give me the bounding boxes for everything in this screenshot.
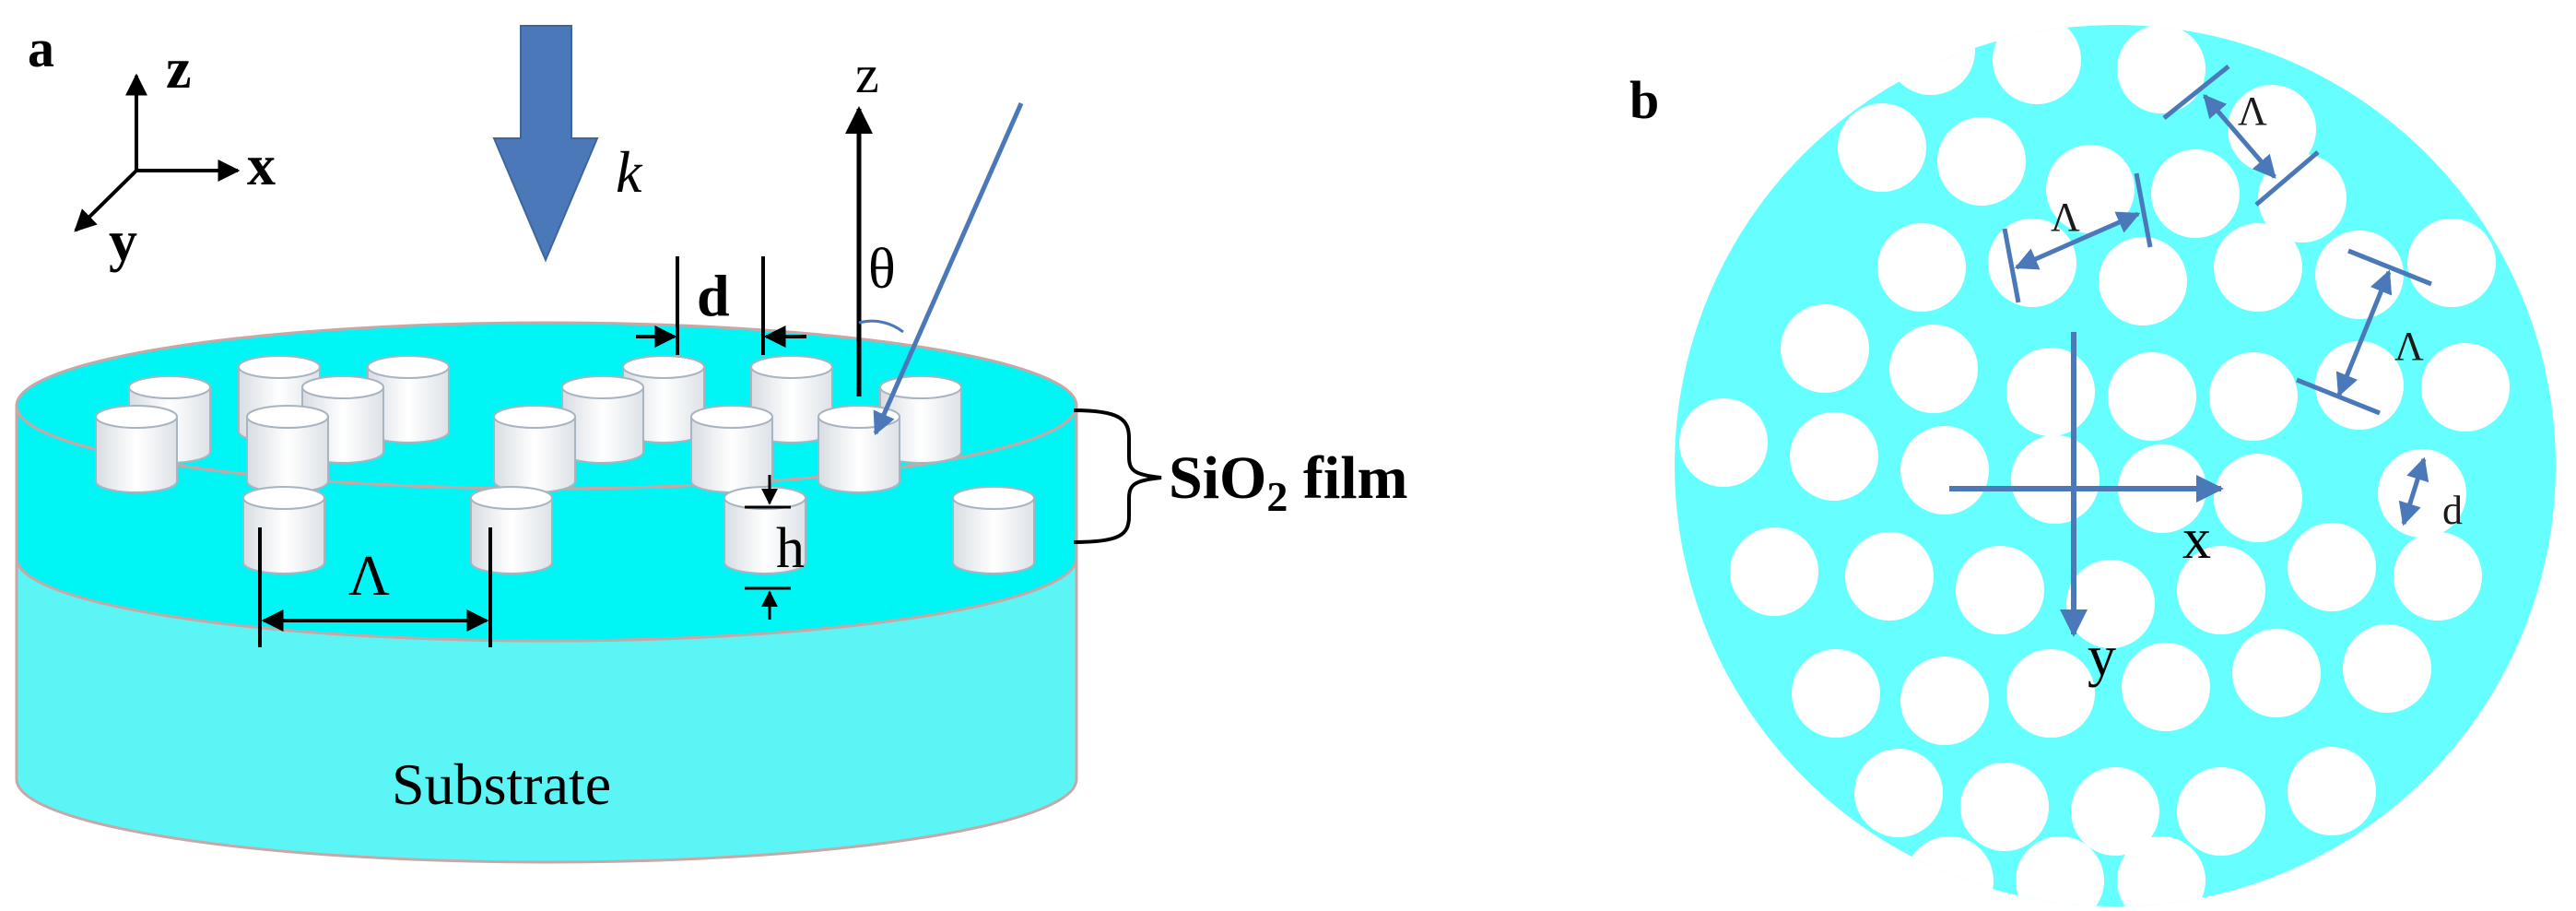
hole (1679, 398, 1768, 487)
panel-a-label: a (28, 18, 54, 78)
period-arrow-2 (2014, 211, 2141, 270)
height-dimension (745, 475, 791, 620)
panel-b: b Λ Λ Λ d x y (1629, 25, 2556, 906)
k-label: k (616, 139, 643, 205)
incident-beam-arrow (873, 101, 1024, 436)
period-markers (2002, 65, 2432, 526)
pillar (95, 405, 178, 493)
pillar-array (95, 355, 1035, 574)
period-arrow-3 (2335, 269, 2393, 397)
period-marker-tick (2134, 172, 2153, 248)
hole (2209, 352, 2298, 441)
theta-arc (858, 319, 904, 334)
hole (2421, 343, 2510, 432)
hole (1900, 426, 1989, 515)
hole-array (1679, 25, 2510, 906)
hole (1792, 649, 1880, 738)
diameter-dimension (636, 256, 806, 355)
hole (2122, 643, 2210, 731)
period-label-2: Λ (2051, 195, 2080, 240)
d-label: d (697, 263, 730, 328)
hole (2108, 352, 2196, 441)
hole (2214, 223, 2302, 312)
pillar (246, 405, 329, 493)
period-label-1: Λ (2238, 89, 2267, 134)
hole (1956, 546, 2044, 634)
hole (1854, 749, 1943, 837)
k-wave-arrow (492, 25, 599, 263)
incidence-z-label: z (855, 44, 879, 104)
axis-z-label: z (166, 38, 192, 101)
pillar (561, 375, 644, 464)
hole (1781, 304, 1869, 393)
film-brace (1073, 408, 1162, 544)
hole (2177, 546, 2265, 634)
coordinate-axes (74, 73, 241, 232)
pillar (470, 486, 553, 574)
hole (2232, 629, 2321, 717)
hole (1845, 532, 1934, 621)
hole (2151, 149, 2240, 238)
hole (1960, 763, 2049, 851)
hole (2288, 523, 2376, 611)
axis-y-label: y (109, 210, 137, 273)
hole (1887, 25, 1975, 95)
hole (1900, 657, 1989, 745)
hole (2288, 747, 2376, 835)
hole (1993, 25, 2081, 104)
period-marker-tick (2162, 65, 2230, 120)
hole (1730, 527, 1818, 616)
hole (2006, 348, 2095, 436)
hole (1937, 117, 2026, 206)
hole (2046, 145, 2135, 233)
hole (2214, 454, 2302, 542)
hole (2066, 560, 2155, 648)
y-axis-arrow (74, 169, 138, 232)
period-label: Λ (348, 545, 390, 608)
period-marker-tick (2002, 228, 2021, 303)
x-axis-label-b: x (2182, 508, 2211, 571)
film-label: SiO2 film (1169, 444, 1408, 520)
hole (2315, 341, 2404, 430)
substrate-label: Substrate (392, 751, 611, 817)
period-arrow-1 (2203, 94, 2276, 179)
period-dimension (258, 527, 492, 647)
hole (1838, 103, 1926, 192)
hole (1889, 325, 1978, 413)
period-marker-tick (2347, 248, 2432, 287)
panel-a: a z x y k Substrate d (15, 18, 1408, 864)
hole (2343, 624, 2431, 713)
diameter-label-b: d (2442, 488, 2463, 533)
period-label-3: Λ (2394, 324, 2424, 369)
pillar (367, 355, 450, 444)
hole (1877, 223, 1966, 312)
hole (2117, 25, 2205, 113)
hole (2011, 435, 2100, 524)
hole (2006, 649, 2095, 738)
hole (2407, 219, 2496, 307)
hole (2315, 231, 2404, 319)
period-marker-tick (2254, 150, 2320, 207)
theta-label: θ (868, 238, 896, 301)
hole (2177, 767, 2265, 856)
pillar (690, 405, 773, 493)
panel-b-label: b (1629, 70, 1659, 130)
y-axis-label-b: y (2088, 625, 2116, 688)
axis-x-label: x (247, 135, 276, 197)
pillar (493, 405, 576, 493)
hole (2099, 237, 2187, 325)
hole (2258, 154, 2347, 243)
pillar (817, 405, 900, 493)
substrate (15, 556, 1078, 864)
hole (2071, 767, 2159, 856)
pillar (242, 486, 325, 574)
hole (2394, 532, 2482, 621)
hole (1790, 412, 1878, 501)
xy-axes (1949, 332, 2224, 637)
h-label: h (776, 517, 805, 580)
pillar (952, 486, 1035, 574)
diameter-arrow-b (2398, 456, 2429, 526)
